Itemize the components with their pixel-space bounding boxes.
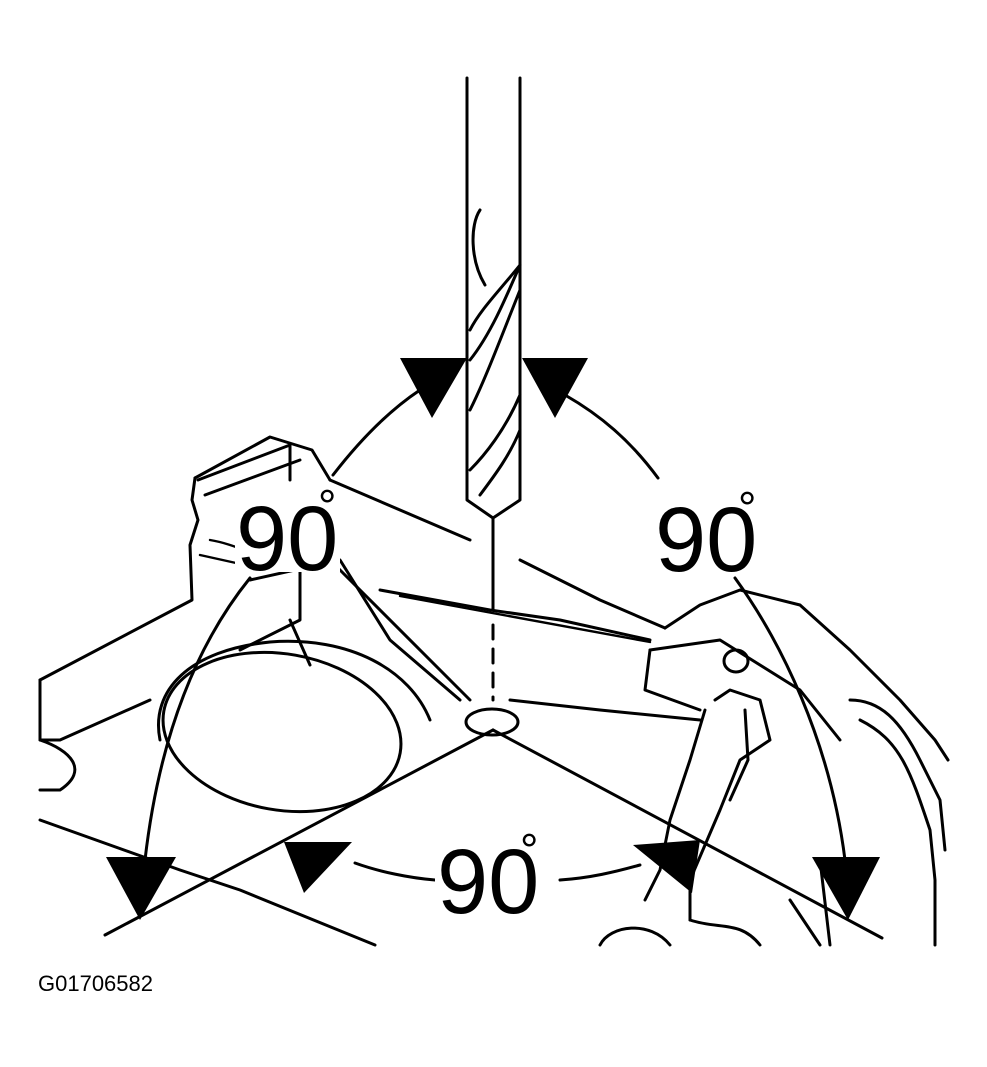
casting-body (38, 435, 950, 947)
angle-label-bottom: 90 ° (435, 824, 553, 933)
svg-text:90: 90 (655, 489, 757, 591)
arrowhead-bottom-right (633, 840, 700, 893)
svg-text:°: ° (520, 824, 538, 876)
arrowhead-top-left (400, 358, 467, 418)
arrowhead-right-down (812, 857, 880, 920)
arrowhead-left-down (106, 857, 176, 920)
arrowhead-top-right (522, 358, 588, 418)
svg-text:°: ° (318, 480, 336, 532)
figure-id: G01706582 (38, 971, 153, 996)
surface-axes (103, 728, 884, 940)
svg-text:°: ° (738, 482, 756, 534)
angle-arrows (106, 358, 880, 920)
svg-text:90: 90 (236, 488, 338, 590)
drill-bit (465, 76, 522, 702)
angle-label-top-right: 90 ° (652, 482, 757, 591)
angle-label-top-left: 90 ° (235, 480, 340, 590)
svg-text:90: 90 (437, 831, 539, 933)
arrowhead-bottom-left (284, 842, 352, 893)
